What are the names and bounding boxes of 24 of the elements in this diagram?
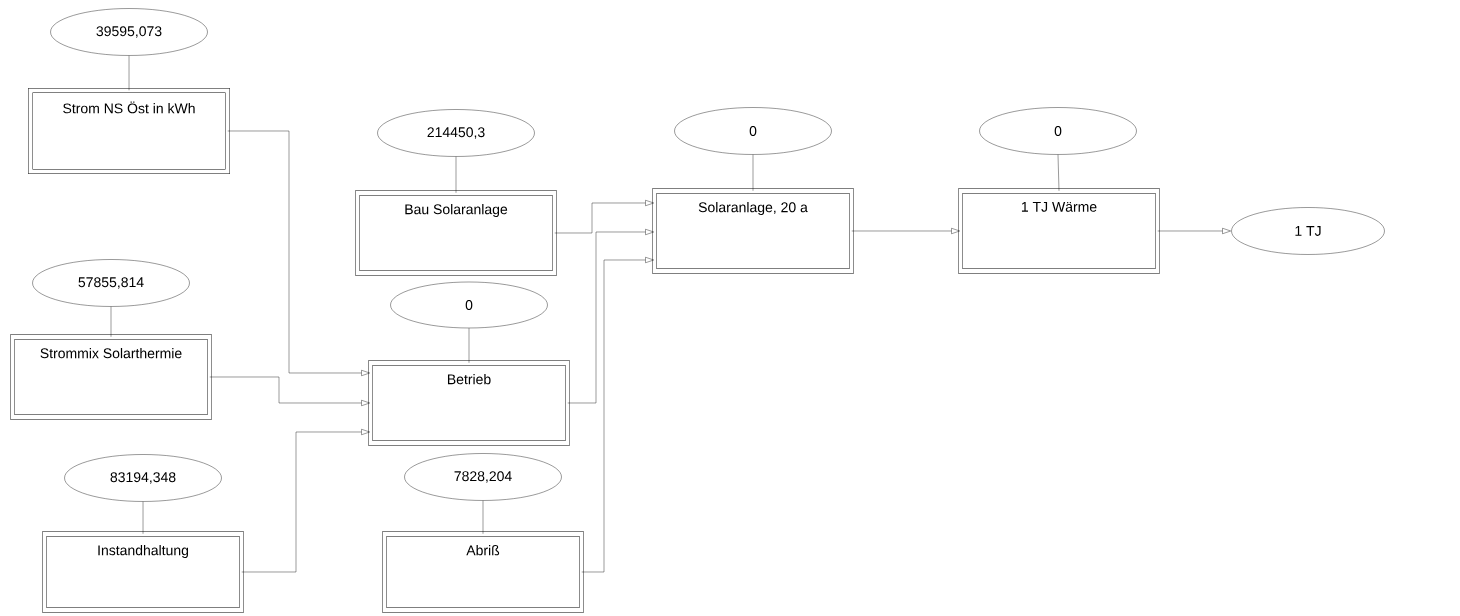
connector-line <box>142 501 144 534</box>
process-box: Strom NS Öst in kWh <box>28 88 230 174</box>
arrow <box>851 228 960 234</box>
arrow <box>567 229 654 404</box>
connector-line <box>110 306 112 337</box>
process-box: Abriß <box>382 531 584 613</box>
arrow <box>554 200 654 234</box>
process-box: Strommix Solarthermie <box>10 334 212 420</box>
arrow <box>209 376 370 406</box>
connector-line <box>482 500 484 534</box>
connector-line <box>752 154 754 191</box>
process-box: Betrieb <box>368 360 570 446</box>
connector-line <box>455 156 457 193</box>
arrow <box>227 130 370 376</box>
arrow <box>1157 228 1231 234</box>
connector-line <box>468 328 470 363</box>
process-box: Instandhaltung <box>42 531 244 613</box>
process-box: 1 TJ Wärme <box>958 188 1160 274</box>
arrow <box>581 257 654 573</box>
connector-line <box>128 55 130 91</box>
process-box: Solaranlage, 20 a <box>652 188 854 274</box>
arrow <box>241 429 370 573</box>
process-box: Bau Solaranlage <box>355 190 557 276</box>
connector-line <box>1057 154 1060 191</box>
